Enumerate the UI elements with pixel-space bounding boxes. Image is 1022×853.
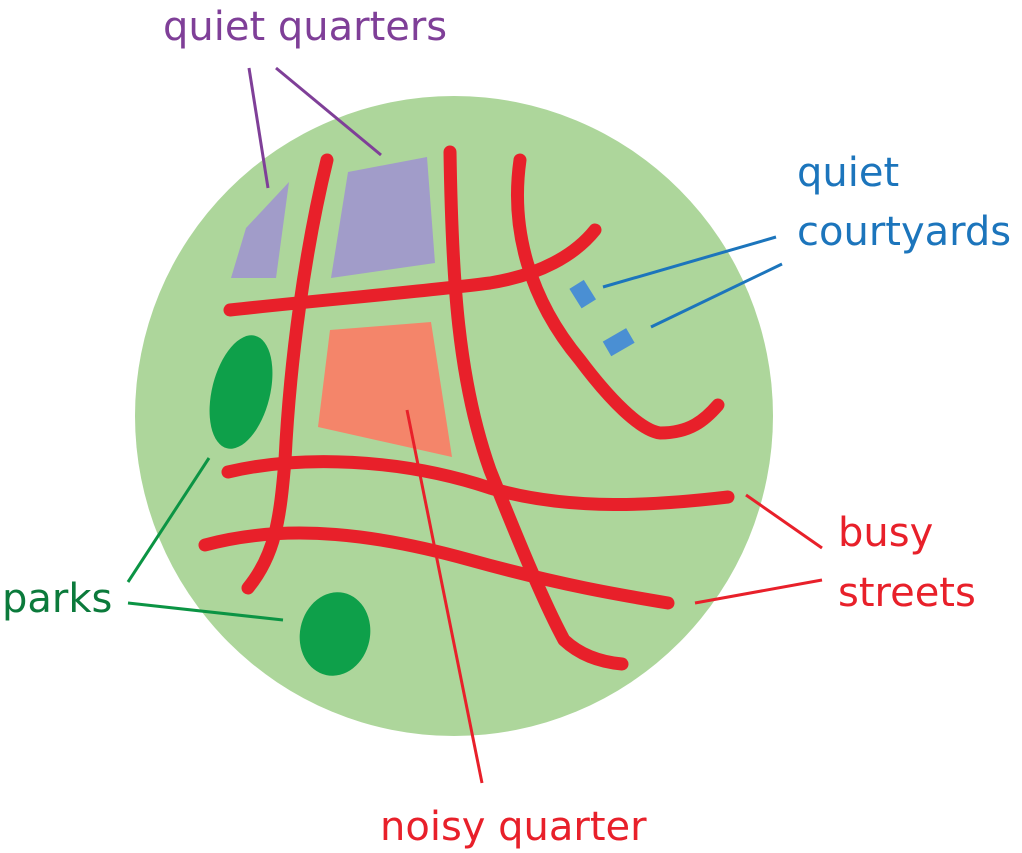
courtyard-lower <box>602 328 635 357</box>
street-horizontal-middle <box>221 455 735 511</box>
leader-park-lower <box>127 601 284 622</box>
label-busy-streets-line2: streets <box>838 570 976 616</box>
leader-busy-street-middle <box>745 493 823 550</box>
leader-courtyard-upper <box>602 235 777 289</box>
label-noisy-quarter: noisy quarter <box>380 804 647 850</box>
leader-busy-street-bottom <box>694 578 823 605</box>
park-upper <box>209 335 273 449</box>
street-curve-right <box>511 153 725 440</box>
leader-quiet-quarter-center <box>275 66 382 157</box>
quiet-quarter-center <box>331 157 435 278</box>
street-horizontal-bottom <box>198 526 675 610</box>
label-parks: parks <box>2 576 112 622</box>
leader-noisy-quarter <box>405 409 484 784</box>
quiet-quarter-left <box>231 182 289 278</box>
park-lower <box>299 592 371 676</box>
courtyard-upper <box>569 279 596 309</box>
leader-park-upper <box>126 457 211 583</box>
label-quiet-courtyards-line1: quiet <box>797 150 899 196</box>
city-area <box>135 96 773 736</box>
label-quiet-courtyards-line2: courtyards <box>797 209 1011 255</box>
street-horizontal-top <box>223 223 602 317</box>
street-vertical-left <box>241 153 334 595</box>
noisy-quarter <box>318 322 452 457</box>
leader-courtyard-lower <box>650 262 783 329</box>
label-busy-streets-line1: busy <box>838 510 933 556</box>
leader-quiet-quarter-left <box>247 67 270 189</box>
label-quiet-quarters: quiet quarters <box>163 4 447 50</box>
